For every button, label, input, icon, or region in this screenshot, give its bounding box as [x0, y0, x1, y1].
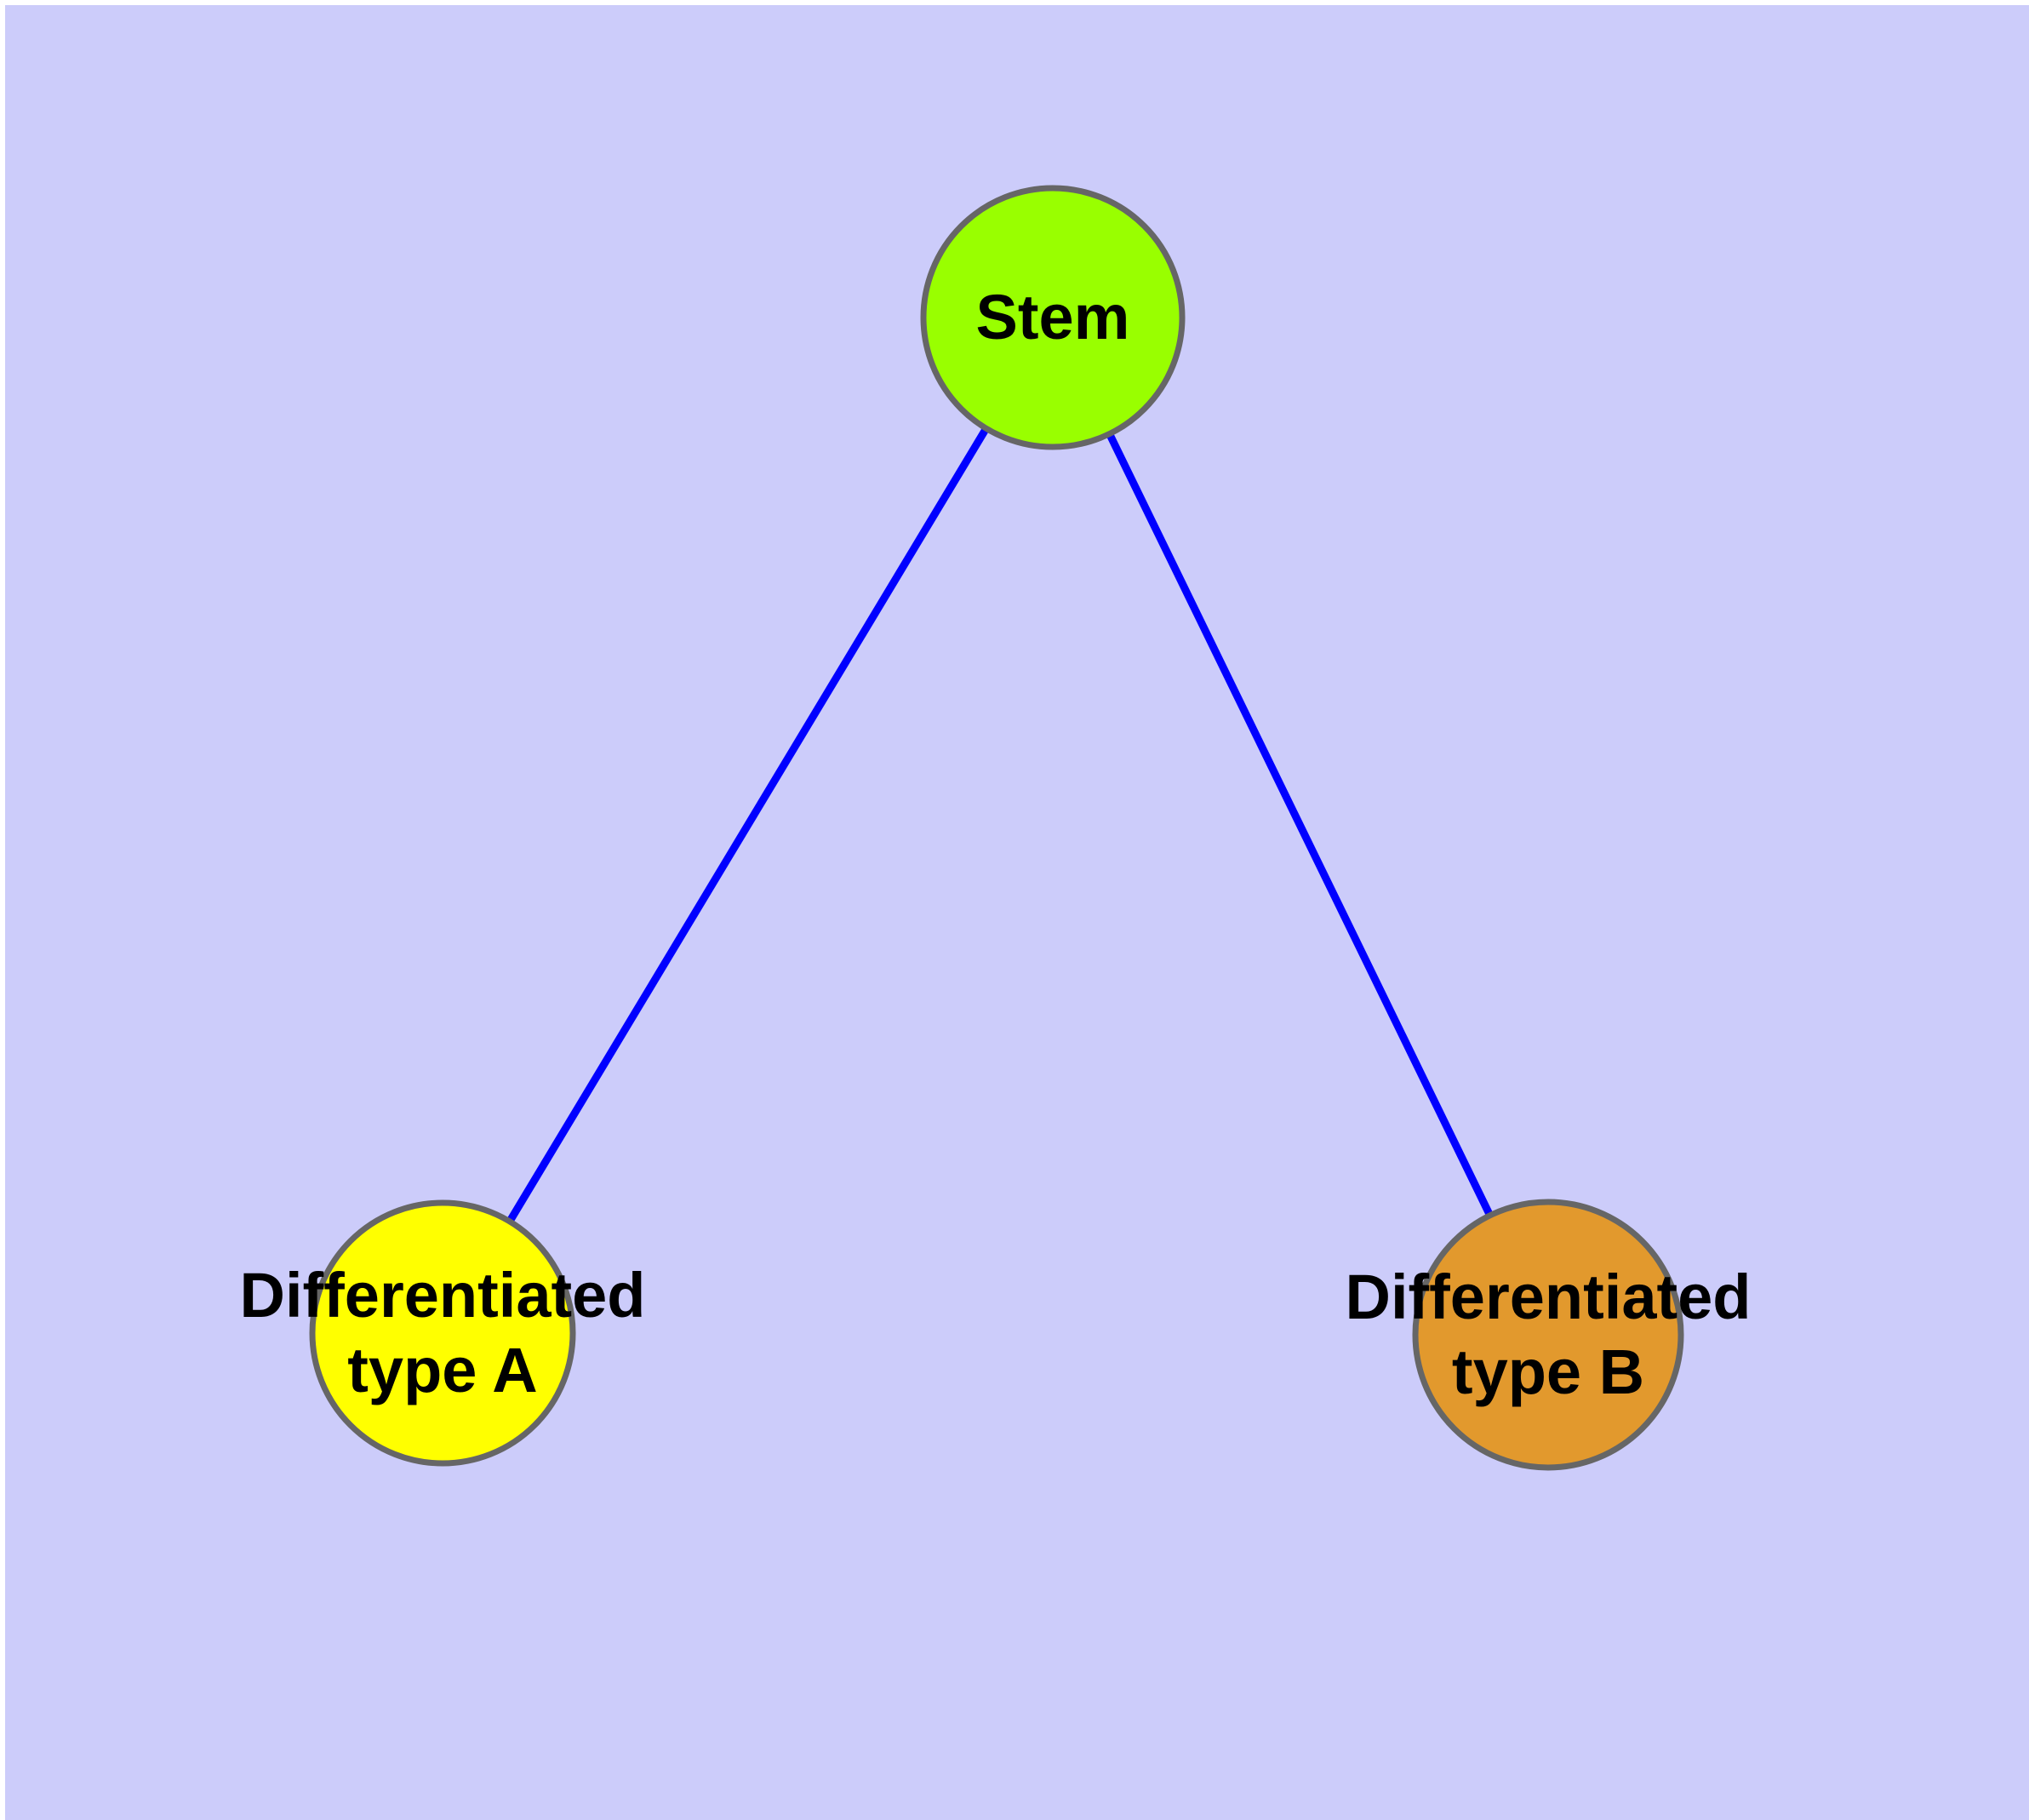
edges-group — [504, 423, 1495, 1227]
node-label-line: Differentiated — [1346, 1262, 1752, 1332]
node-diff_a[interactable] — [309, 1199, 576, 1467]
node-label-line: Differentiated — [240, 1260, 646, 1331]
edge-stem-to-diff-a[interactable] — [504, 423, 992, 1227]
node-label-stem: Stem — [976, 282, 1130, 352]
node-stem[interactable] — [920, 185, 1186, 450]
node-label-line: type A — [347, 1335, 537, 1405]
node-label-line: Stem — [976, 282, 1130, 352]
node-diff_b[interactable] — [1412, 1199, 1684, 1471]
nodes-group — [309, 185, 1684, 1471]
edge-stem-to-diff-b[interactable] — [1104, 429, 1495, 1221]
node-label-line: type B — [1452, 1336, 1644, 1407]
